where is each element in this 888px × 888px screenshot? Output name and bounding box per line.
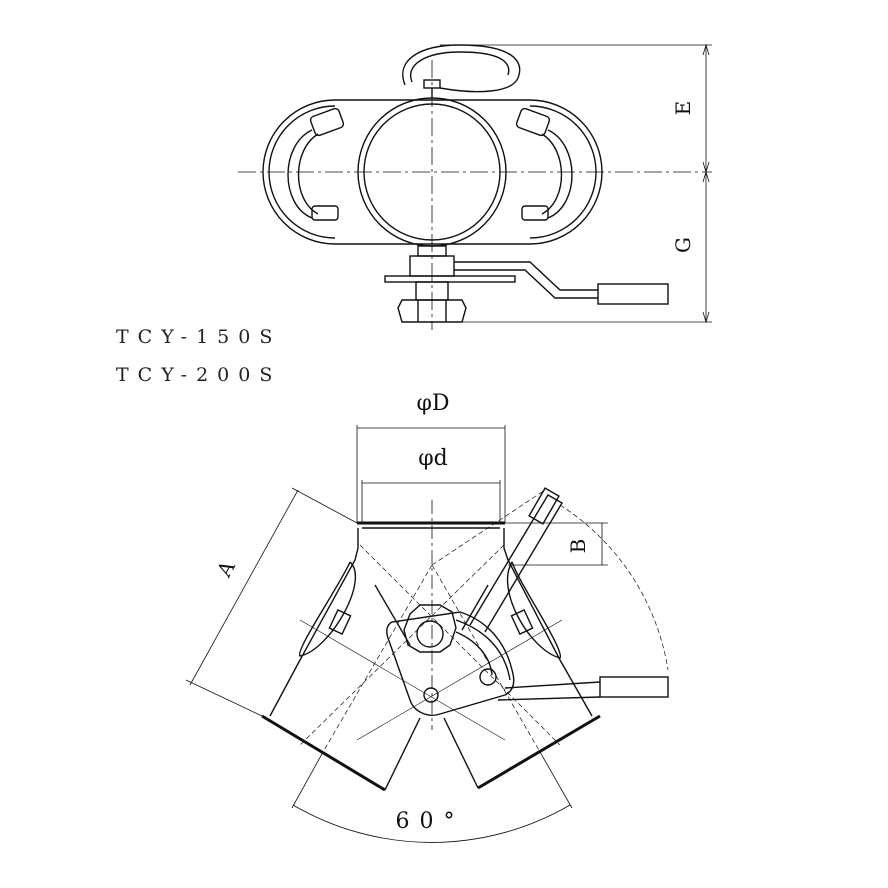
dim-E-label: E xyxy=(671,101,695,116)
dim-inner-diameter-label: φd xyxy=(418,446,448,471)
angle-label: 60° xyxy=(396,809,465,834)
dim-A-label: A xyxy=(211,556,240,581)
top-view xyxy=(238,43,712,330)
dim-G-label: G xyxy=(671,237,695,253)
bottom-view xyxy=(185,425,669,843)
model-label-150: TCY-150S xyxy=(116,326,282,348)
model-label-200: TCY-200S xyxy=(116,364,282,386)
dim-B-label: B xyxy=(566,539,590,554)
dim-outer-diameter-label: φD xyxy=(416,391,449,416)
